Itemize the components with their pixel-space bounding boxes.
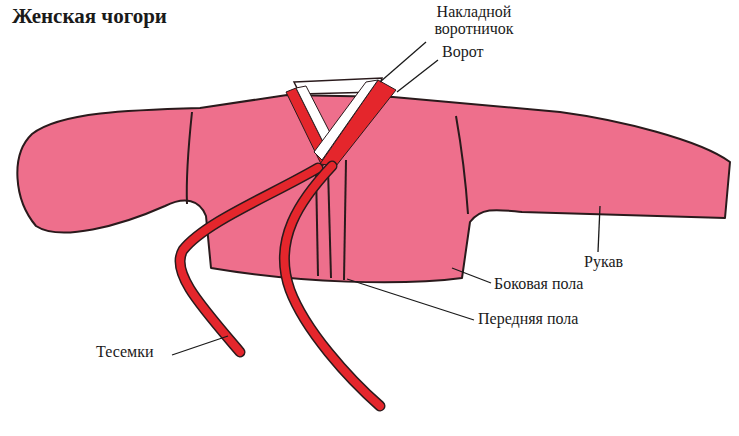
part-label: Тесемки	[96, 344, 154, 361]
jacket-body	[17, 95, 730, 282]
ribbon-edge	[284, 166, 380, 406]
front-panel-edge	[344, 160, 346, 280]
part-label: Накладной воротничок	[420, 4, 528, 38]
sleeve-seam	[456, 116, 468, 214]
part-label: Передняя пола	[478, 311, 578, 328]
part-label: Ворот	[442, 44, 483, 61]
diagram-title: Женская чогори	[12, 5, 167, 27]
leader-line	[397, 60, 438, 92]
front-panel-edge	[328, 168, 331, 278]
leader-line	[347, 279, 474, 320]
leader-line	[598, 206, 600, 252]
ribbon	[180, 168, 318, 352]
part-label: Рукав	[584, 254, 623, 271]
leader-line	[172, 336, 228, 355]
sleeve-seam	[187, 112, 192, 204]
white-collar-strip	[314, 80, 378, 160]
part-label: Боковая пола	[494, 276, 583, 293]
leader-line	[452, 268, 491, 283]
ribbon-edge	[180, 168, 318, 352]
leader-line	[380, 42, 426, 82]
ribbon	[284, 166, 380, 406]
